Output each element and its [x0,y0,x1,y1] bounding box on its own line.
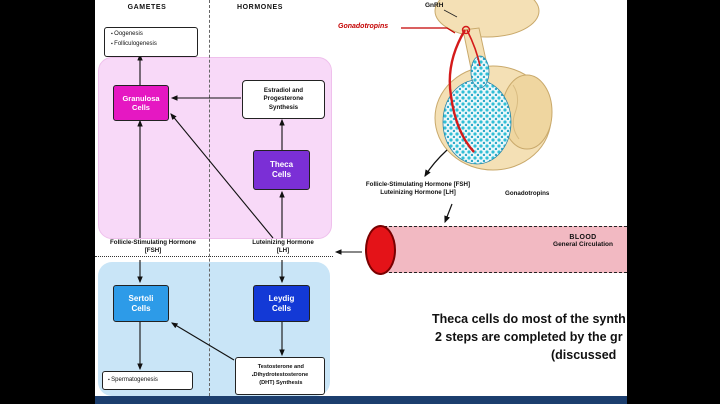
outcome-spermatogenesis: Spermatogenesis [108,376,158,386]
hormone-divider-dotted [95,256,333,257]
oogenesis-outcome-box: Oogenesis Folliculogenesis [104,27,198,57]
column-divider-dashed [209,0,210,396]
testosterone-synthesis-box: Testosterone and Dihydrotestosterone (DH… [235,357,325,395]
gonadotropins-red-label: Gonadotropins [338,23,389,30]
bottom-bar [95,396,627,404]
caption-line-3: (discussed [551,348,617,362]
diagram-canvas: GAMETES HORMONES Oogenesis Folliculogene… [95,0,627,404]
pituitary-fsh-lh-label: Follicle-Stimulating Hormone [FSH] Lutei… [365,181,471,197]
blood-vessel-label: BLOOD General Circulation [525,234,627,248]
theca-cells-box: Theca Cells [253,150,310,190]
gonadotropins-caption: Gonadotropins [505,190,550,197]
caption-line-2: 2 steps are completed by the gr [435,330,623,344]
estradiol-synthesis-box: Estradiol and Progesterone Synthesis [242,80,325,119]
caption-line-1: Theca cells do most of the synth [432,312,626,326]
column-header-hormones: HORMONES [236,4,284,11]
sertoli-cells-box: Sertoli Cells [113,285,169,322]
blood-label-line2: General Circulation [553,241,613,248]
column-header-gametes: GAMETES [127,4,167,11]
outcome-folliculogenesis: Folliculogenesis [111,40,197,50]
blood-label-line1: BLOOD [569,234,597,241]
gnrh-label: GnRH [425,2,444,9]
granulosa-cells-box: Granulosa Cells [113,85,169,121]
fsh-label: Follicle-Stimulating Hormone [FSH] [110,239,196,255]
blood-vessel-cap [365,225,396,275]
lh-label: Luteinizing Hormone [LH] [252,239,314,255]
spermatogenesis-outcome-box: Spermatogenesis [102,371,193,390]
leydig-cells-box: Leydig Cells [253,285,310,322]
outcome-oogenesis: Oogenesis [111,30,197,40]
